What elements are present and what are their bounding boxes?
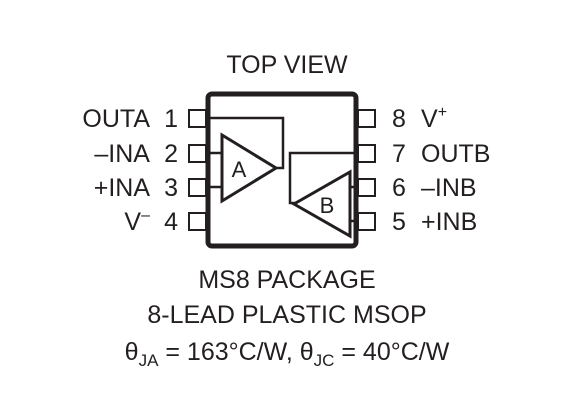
theta-jc-symbol: θ	[300, 338, 314, 366]
pin-2-number: 2	[164, 140, 178, 168]
pin-7-name: OUTB	[421, 140, 490, 168]
pin-4-name-sup: –	[141, 207, 150, 224]
pin-7-number: 7	[392, 140, 406, 168]
pin-6-number: 6	[392, 174, 406, 202]
pin-2-name: –INA	[94, 140, 150, 168]
theta-jc-subscript: JC	[314, 351, 335, 370]
package-body	[205, 91, 359, 249]
pin-3-name: +INA	[94, 174, 151, 202]
pin-1-number: 1	[164, 105, 178, 133]
amplifier-a-label: A	[232, 157, 247, 182]
pin-4-pad	[188, 212, 207, 231]
pin-6-name: –INB	[421, 174, 477, 202]
pin-5-name: +INB	[421, 208, 477, 236]
theta-ja-subscript: JA	[139, 351, 160, 370]
pin-8-number: 8	[392, 105, 406, 133]
pin-3-number: 3	[164, 174, 178, 202]
pin-1-name: OUTA	[82, 105, 150, 133]
pin-8-name: V+	[421, 104, 447, 133]
pin-7-pad	[357, 144, 376, 163]
pin-5-pad	[357, 212, 376, 231]
pin-8-name-base: V	[421, 105, 438, 133]
pin-4-name-base: V	[124, 208, 141, 236]
pin-1-pad	[188, 109, 207, 128]
amplifier-b-label: B	[320, 193, 335, 218]
pin-8-pad	[357, 109, 376, 128]
amplifier-a-icon	[220, 132, 279, 204]
theta-ja-value: = 163°C/W,	[158, 338, 299, 366]
pin-3-pad	[188, 178, 207, 197]
pin-4-number: 4	[164, 208, 178, 236]
package-name: MS8 PACKAGE	[198, 266, 375, 294]
package-description: 8-LEAD PLASTIC MSOP	[147, 301, 426, 329]
pin-4-name: V–	[124, 207, 150, 236]
pin-6-pad	[357, 178, 376, 197]
theta-jc-value: = 40°C/W	[334, 338, 449, 366]
amplifier-b-icon	[290, 169, 352, 239]
top-view-label: TOP VIEW	[226, 51, 348, 79]
pin-2-pad	[188, 144, 207, 163]
theta-ja-symbol: θ	[125, 338, 139, 366]
pin-5-number: 5	[392, 208, 406, 236]
pin-8-name-sup: +	[438, 104, 447, 121]
thermal-resistance: θJA = 163°C/W, θJC = 40°C/W	[125, 338, 450, 370]
